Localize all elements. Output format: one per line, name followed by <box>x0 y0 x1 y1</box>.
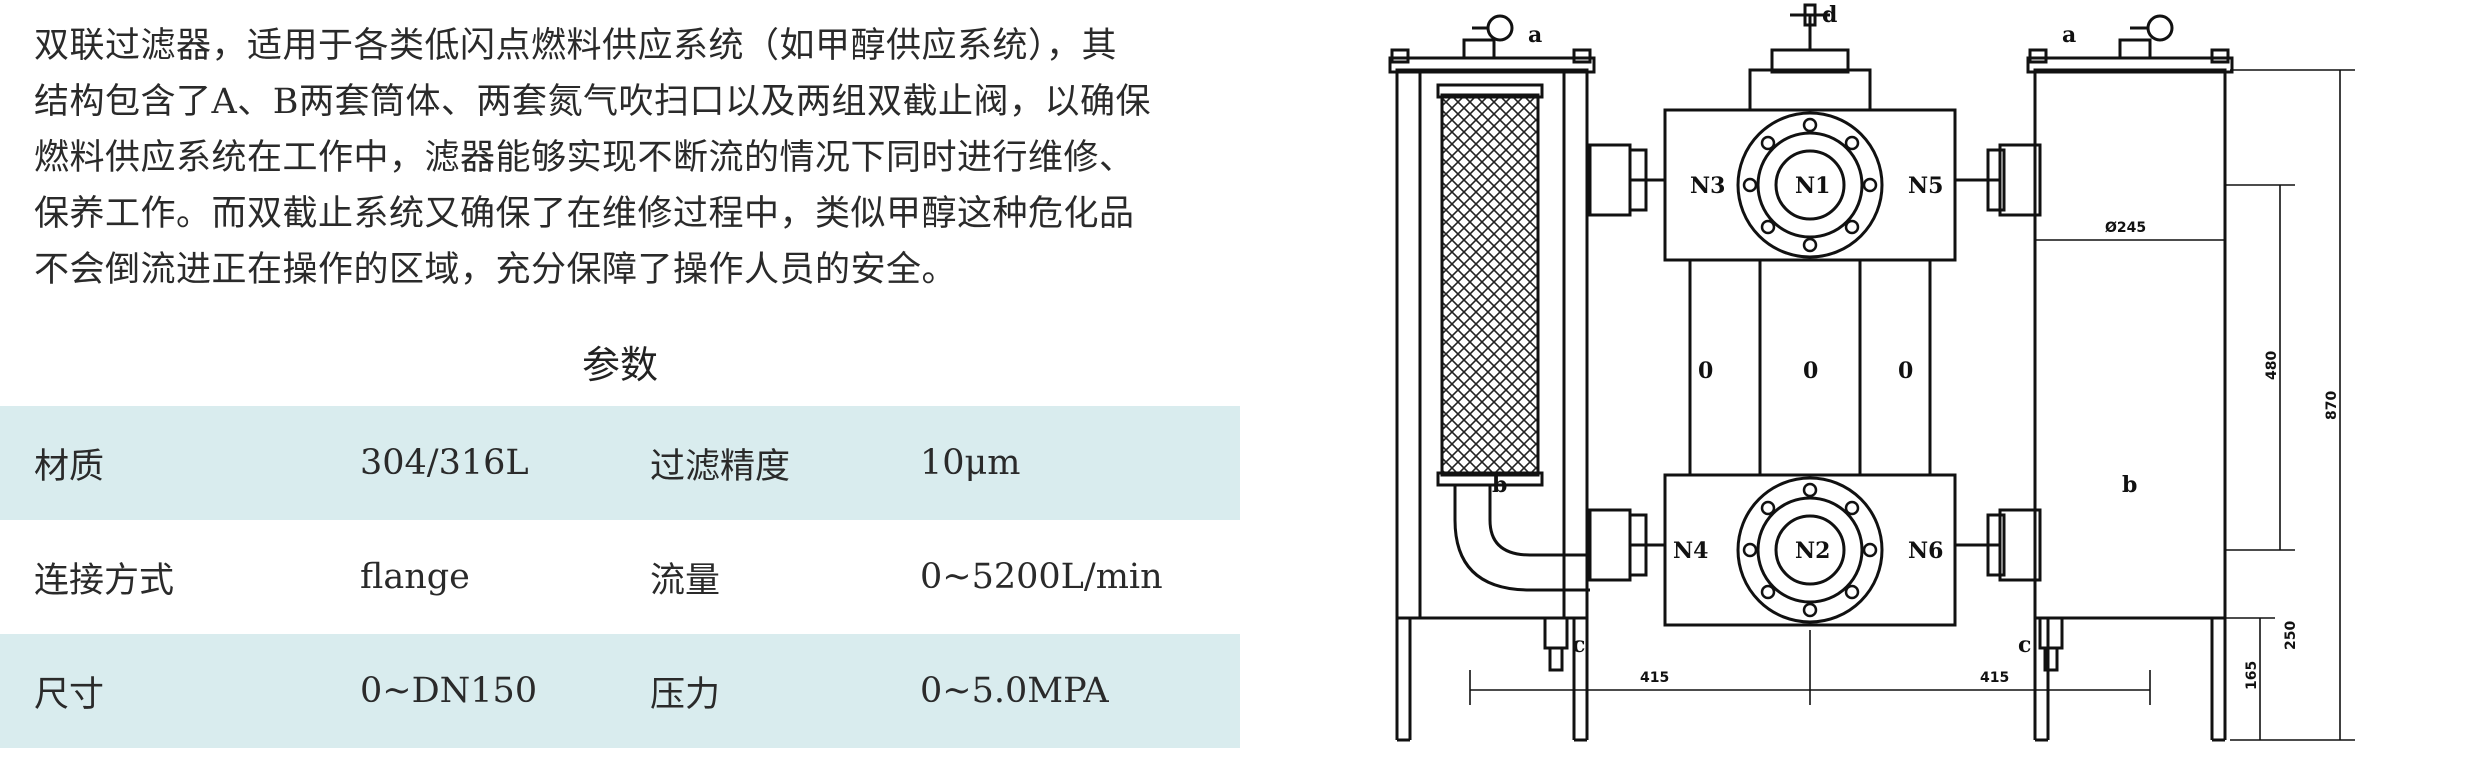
param-value: 0~5.0MPA <box>920 634 1240 748</box>
param-key: 尺寸 <box>0 634 360 748</box>
label-o3: 0 <box>1898 358 1913 384</box>
technical-drawing: a a d N1 N2 N3 N4 N5 N6 b b c c 0 0 0 Ø2… <box>1380 0 2475 775</box>
param-value: 304/316L <box>360 406 650 520</box>
center-valve-body <box>1663 3 1957 627</box>
description-line: 结构包含了A、B两套筒体、两套氮气吹扫口以及两组双截止阀，以确保 <box>34 82 1151 122</box>
label-c-right: c <box>2018 632 2031 658</box>
param-key: 过滤精度 <box>650 406 920 520</box>
label-b-right: b <box>2122 472 2137 498</box>
bolt-holes <box>1742 117 1878 618</box>
label-c-left: c <box>1572 632 1585 658</box>
dim-width-right: 415 <box>1980 670 2009 686</box>
label-a-right: a <box>2062 22 2076 48</box>
dim-height-870: 870 <box>2324 391 2340 420</box>
left-drain <box>1543 616 1569 672</box>
left-flanges <box>1588 143 1665 582</box>
product-description: 双联过滤器，适用于各类低闪点燃料供应系统（如甲醇供应系统），其 结构包含了A、B… <box>34 18 1184 298</box>
right-cylinder <box>2026 14 2234 742</box>
label-n3: N3 <box>1690 173 1725 199</box>
label-n2: N2 <box>1795 538 1830 564</box>
param-value: 0~DN150 <box>360 634 650 748</box>
right-flanges <box>1955 143 2042 582</box>
label-n6: N6 <box>1908 538 1943 564</box>
description-line: 双联过滤器，适用于各类低闪点燃料供应系统（如甲醇供应系统），其 <box>34 26 1118 66</box>
param-value: 0~5200L/min <box>920 557 1163 597</box>
table-row: 尺寸 0~DN150 压力 0~5.0MPA <box>0 634 1240 748</box>
dimension-labels: Ø245 415 415 480 870 165 250 <box>1640 220 2340 690</box>
dim-diameter: Ø245 <box>2105 220 2146 236</box>
label-n1: N1 <box>1795 173 1830 199</box>
description-line: 保养工作。而双截止系统又确保了在维修过程中，类似甲醇这种危化品 <box>34 194 1135 234</box>
dim-height-480: 480 <box>2264 351 2280 380</box>
description-line: 不会倒流进正在操作的区域，充分保障了操作人员的安全。 <box>34 250 958 290</box>
param-key: 流量 <box>650 560 721 601</box>
params-title: 参数 <box>581 343 658 387</box>
dim-height-165: 165 <box>2244 661 2260 690</box>
dimension-lines <box>1469 69 2355 741</box>
param-key: 连接方式 <box>34 560 175 601</box>
label-o1: 0 <box>1698 358 1713 384</box>
param-key: 材质 <box>0 406 360 520</box>
param-key: 压力 <box>650 634 920 748</box>
table-row: 连接方式 flange 流量 0~5200L/min <box>0 520 1240 634</box>
label-d: d <box>1822 2 1837 28</box>
label-n4: N4 <box>1673 538 1708 564</box>
dim-width-left: 415 <box>1640 670 1669 686</box>
left-cylinder <box>1388 48 1596 742</box>
label-o2: 0 <box>1803 358 1818 384</box>
param-value: 10μm <box>920 406 1240 520</box>
param-value: flange <box>360 557 470 597</box>
params-table: 材质 304/316L 过滤精度 10μm 连接方式 flange 流量 0~5… <box>0 406 1240 748</box>
drawing-labels: a a d N1 N2 N3 N4 N5 N6 b b c c 0 0 0 <box>1492 2 2137 658</box>
dim-height-250: 250 <box>2283 621 2299 650</box>
table-row: 材质 304/316L 过滤精度 10μm <box>0 406 1240 520</box>
label-n5: N5 <box>1908 173 1943 199</box>
description-line: 燃料供应系统在工作中，滤器能够实现不断流的情况下同时进行维修、 <box>34 138 1135 178</box>
label-b-left: b <box>1492 472 1507 498</box>
left-top-fittings <box>1462 14 1514 60</box>
label-a-left: a <box>1528 22 1542 48</box>
filter-drawing-svg: a a d N1 N2 N3 N4 N5 N6 b b c c 0 0 0 Ø2… <box>1388 2 2355 742</box>
